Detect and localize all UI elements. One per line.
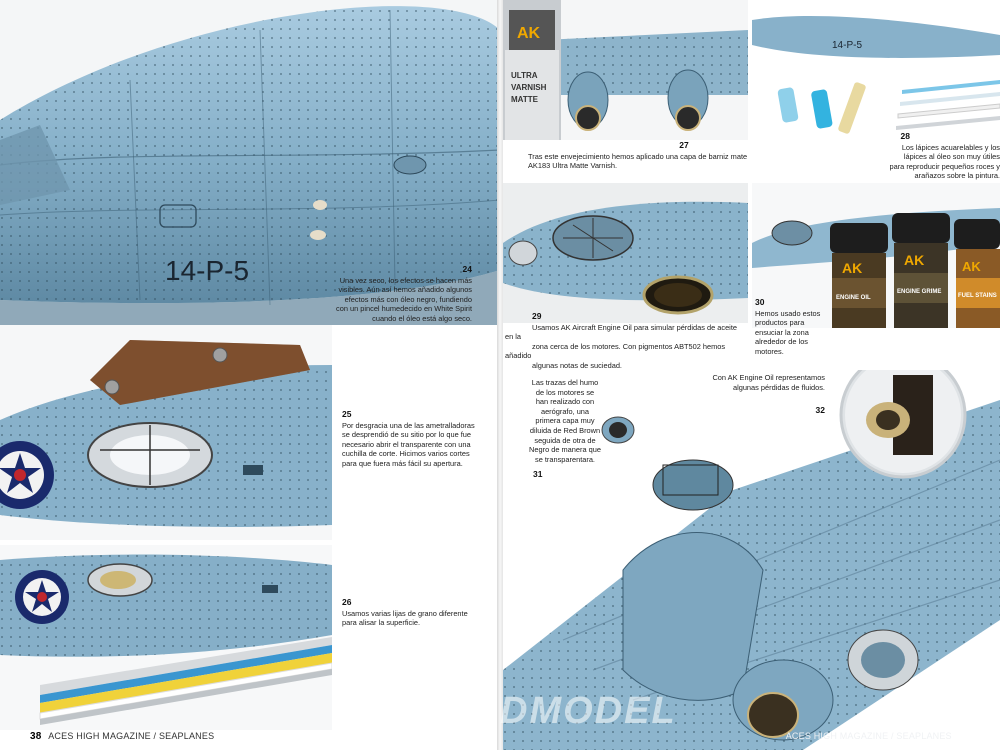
caption-number: 27 (679, 140, 689, 150)
caption-line: zona cerca de los motores. Con pigmentos… (505, 341, 726, 361)
photo-wing-engines (503, 370, 1000, 750)
page-number: 39 (958, 731, 970, 742)
bottle-label-text: VARNISH (511, 83, 547, 92)
caption-line: Con AK Engine Oil representamos (712, 373, 825, 382)
photo-engine-oil (503, 183, 748, 323)
caption-line: efectos más con óleo negro, fundiendo (344, 294, 472, 304)
jar-brand-text: AK (904, 252, 924, 268)
caption-line: necesario abrir el transparente con una (342, 439, 471, 449)
photo-hull-closeup: 14-P-5 (0, 0, 500, 325)
footer-text: ACES HIGH MAGAZINE / SEAPLANES (48, 731, 215, 741)
photo-canopy-opened (0, 325, 332, 540)
caption-24: 24 Una vez seco, los efectos se hacen má… (322, 264, 472, 324)
caption-line: alrededor de los (755, 337, 809, 347)
caption-number: 31 (533, 469, 543, 480)
caption-line: motores. (755, 346, 784, 356)
bottle-label-text: MATTE (511, 95, 539, 104)
caption-29: 29 Usamos AK Aircraft Engine Oil para si… (505, 311, 745, 371)
caption-line: AK183 Ultra Matte Varnish. (528, 161, 618, 171)
footer-text: ACES HIGH MAGAZINE / SEAPLANES (785, 731, 952, 741)
caption-line: visibles. Aún así hemos añadido algunos (338, 285, 472, 295)
caption-line: han realizado con (535, 397, 595, 407)
caption-number: 25 (342, 409, 352, 419)
caption-line: algunas pérdidas de fluidos. (732, 382, 825, 392)
caption-30: 30 Hemos usado estos productos para ensu… (755, 297, 833, 357)
caption-line: Tras este envejecimiento hemos aplicado … (528, 151, 748, 161)
caption-31: Las trazas del humo de los motores se ha… (515, 378, 615, 481)
jar-label-text: ENGINE OIL (836, 295, 871, 301)
caption-line: lápices al óleo son muy útiles (903, 152, 1000, 162)
page-number: 38 (30, 731, 42, 742)
caption-number: 28 (900, 131, 910, 141)
caption-number: 32 (815, 405, 825, 416)
caption-line: arañazos sobre la pintura. (914, 171, 1000, 181)
caption-number: 24 (462, 264, 472, 274)
caption-number: 26 (342, 597, 352, 607)
caption-28: 28 Los lápices acuarelables y los lápice… (850, 131, 1000, 181)
caption-line: para reproducir pequeños roces y (889, 161, 1000, 171)
caption-line: cuando el óleo está algo seco. (372, 313, 472, 323)
caption-line: diluida de Red Brown (529, 425, 601, 435)
caption-line: primera capa muy (535, 416, 595, 426)
photo-pencils: 14-P-5 (752, 0, 1000, 140)
bottle-brand-text: AK (517, 25, 541, 42)
right-page-footer: ACES HIGH MAGAZINE / SEAPLANES 39 (786, 731, 970, 742)
caption-line: Usamos varias lijas de grano diferente (342, 608, 468, 618)
photo-varnish-wing: AK ULTRA VARNISH MATTE (503, 0, 748, 140)
jar-brand-text: AK (842, 260, 862, 276)
photo-ak-jars: AK ENGINE OIL AK ENGINE GRIME AK FUEL ST… (752, 183, 1000, 328)
caption-27: 27 Tras este envejecimiento hemos aplica… (528, 140, 748, 171)
jar-label-text: ENGINE GRIME (897, 289, 941, 295)
caption-line: de los motores se (535, 387, 595, 397)
caption-line: Una vez seco, los efectos se hacen más (339, 275, 472, 285)
caption-number: 29 (532, 311, 542, 321)
caption-32: Con AK Engine Oil representamos algunas … (690, 373, 825, 417)
caption-line: ensuciar la zona (755, 327, 809, 337)
caption-26: 26 Usamos varias lijas de grano diferent… (342, 597, 492, 628)
caption-line: se transparentara. (535, 454, 595, 464)
caption-line: con un pincel humedecido en White Spirit (336, 304, 472, 314)
jar-label-text: FUEL STAINS (958, 293, 997, 299)
caption-line: para que fuera más fácil su apertura. (342, 458, 463, 468)
caption-number: 30 (755, 297, 765, 307)
caption-line: seguida de otra de (534, 435, 596, 445)
watermark-text: DMODEL (500, 690, 677, 732)
caption-line: algunas notas de suciedad. (532, 360, 622, 370)
caption-line: aerógrafo, una (540, 406, 590, 416)
caption-line: Usamos AK Aircraft Engine Oil para simul… (505, 322, 737, 342)
caption-line: cuchilla de corte. Hicimos varios cortes (342, 449, 470, 459)
caption-line: Los lápices acuarelables y los (901, 142, 1000, 152)
hull-code-text: 14-P-5 (832, 40, 862, 51)
page-gutter (497, 0, 503, 750)
bottle-label-text: ULTRA (511, 71, 538, 80)
caption-line: para alisar la superficie. (342, 618, 421, 628)
photo-sanding-sticks (0, 545, 332, 730)
hull-code-text: 14-P-5 (165, 255, 249, 286)
caption-line: Negro de manera que (529, 445, 601, 455)
caption-line: Las trazas del humo (531, 378, 599, 387)
jar-brand-text: AK (962, 259, 981, 274)
left-page-footer: 38 ACES HIGH MAGAZINE / SEAPLANES (30, 731, 214, 742)
caption-25: 25 Por desgracia una de las ametrallador… (342, 409, 492, 469)
caption-line: se desprendió de su sitio por lo que fue (342, 430, 472, 440)
caption-line: Hemos usado estos (755, 308, 821, 318)
caption-line: productos para (755, 318, 805, 328)
caption-line: Por desgracia una de las ametralladoras (342, 420, 475, 430)
